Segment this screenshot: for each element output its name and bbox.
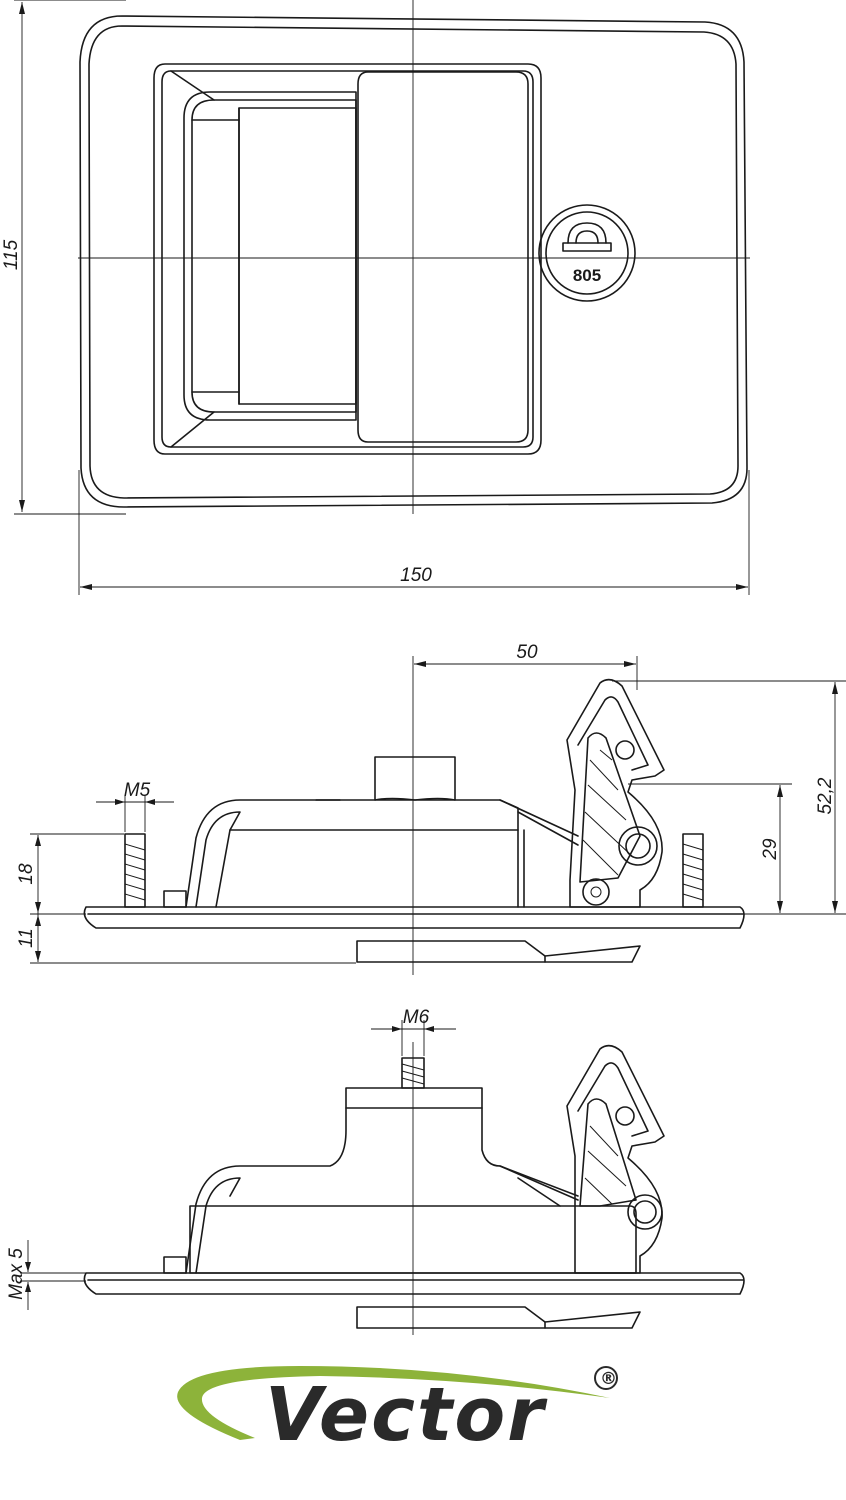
dimension-52-2: 52,2	[612, 680, 846, 915]
side-view	[83, 656, 745, 975]
dimension-m5: M5	[96, 780, 174, 832]
dim-m5-text: M5	[124, 780, 151, 801]
dimension-width-top: 150	[78, 470, 750, 595]
logo-wordmark: Vector	[265, 1372, 548, 1458]
dim-18-text: 18	[16, 863, 37, 885]
dim-11-text: 11	[16, 928, 37, 948]
vector-logo: Vector ®	[177, 1366, 618, 1458]
dimension-18-11: 18 11	[16, 833, 356, 964]
bolt-m5-left	[124, 833, 146, 908]
top-view: 805	[78, 0, 750, 514]
side-view-m6	[83, 1042, 745, 1335]
bolt-m5-right	[682, 833, 704, 908]
dimension-29: 29	[628, 783, 792, 913]
dim-m6-text: M6	[403, 1007, 430, 1028]
dim-150-text: 150	[400, 565, 432, 586]
dimension-height-top: 115	[1, 0, 126, 515]
dim-115-text: 115	[1, 239, 22, 270]
dimension-50: 50	[414, 642, 638, 690]
dim-29-text: 29	[760, 838, 781, 861]
dim-52-2-text: 52,2	[815, 777, 836, 814]
dimension-m6: M6	[371, 1007, 456, 1056]
registered-mark: ®	[600, 1369, 617, 1389]
dimension-max5: Max 5	[6, 1240, 86, 1310]
dim-50-text: 50	[516, 642, 538, 663]
logo-swoosh	[177, 1366, 610, 1440]
dim-max5-text: Max 5	[6, 1248, 27, 1300]
lock-code-label: 805	[573, 266, 601, 285]
